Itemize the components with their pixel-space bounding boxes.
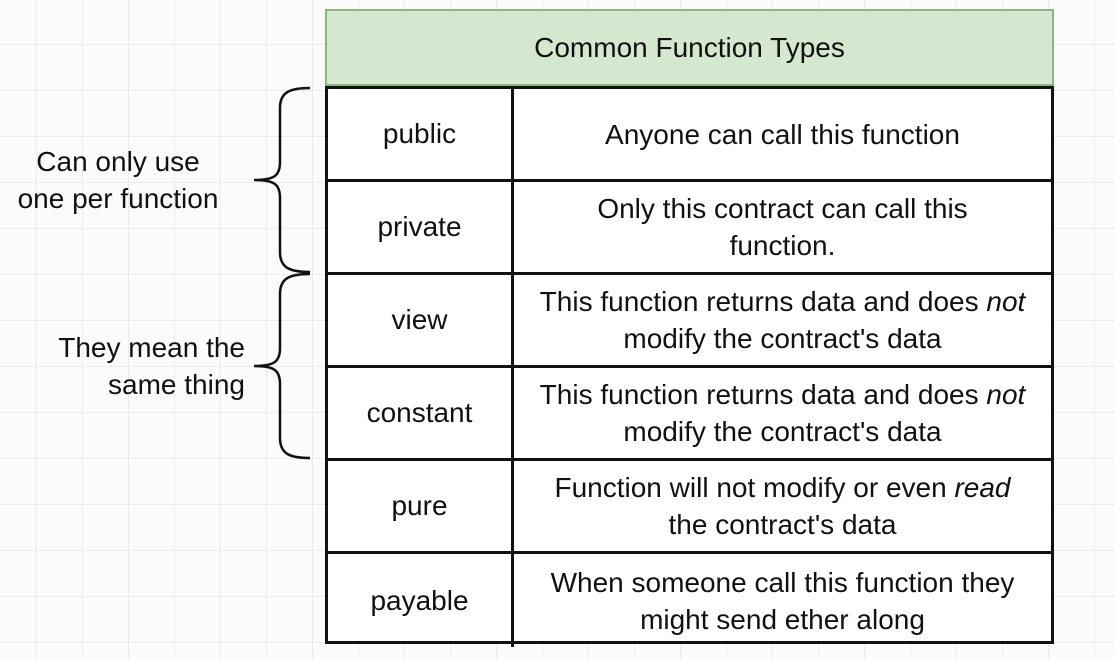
table-row-public: public Anyone can call this function	[328, 89, 1051, 182]
description-text: When someone call this function they mig…	[550, 566, 1015, 635]
table-row-pure: pure Function will not modify or even re…	[328, 461, 1051, 554]
type-cell: view	[328, 275, 514, 365]
description-cell: This function returns data and does not …	[514, 275, 1051, 365]
description-text: Anyone can call this function	[605, 118, 960, 150]
table-title-text: Common Function Types	[534, 31, 845, 63]
description-text: Only this contract can call this functio…	[597, 193, 968, 261]
description-cell: Only this contract can call this functio…	[514, 182, 1051, 272]
description-text: Function will not modify or even read th…	[554, 472, 1011, 540]
type-cell: private	[328, 182, 514, 272]
annotation-line: same thing	[108, 369, 245, 400]
type-cell: constant	[328, 368, 514, 458]
description-cell: When someone call this function they mig…	[514, 554, 1051, 647]
description-text: This function returns data and does not …	[539, 379, 1026, 447]
description-text: This function returns data and does not …	[539, 286, 1026, 354]
annotation-one-per-function: Can only use one per function	[0, 143, 236, 217]
description-cell: Function will not modify or even read th…	[514, 461, 1051, 551]
description-cell: Anyone can call this function	[514, 89, 1051, 179]
annotation-line: They mean the	[58, 332, 245, 363]
annotation-line: one per function	[17, 183, 219, 214]
type-cell: payable	[328, 554, 514, 647]
table-row-view: view This function returns data and does…	[328, 275, 1051, 368]
annotation-line: Can only use	[36, 146, 200, 177]
function-types-table: public Anyone can call this function pri…	[325, 86, 1054, 647]
table-row-payable: payable When someone call this function …	[328, 554, 1051, 647]
table-title: Common Function Types	[325, 9, 1054, 86]
type-cell: pure	[328, 461, 514, 551]
annotation-same-thing: They mean the same thing	[0, 329, 245, 403]
table-row-constant: constant This function returns data and …	[328, 368, 1051, 461]
brace-group	[253, 86, 311, 460]
table-row-private: private Only this contract can call this…	[328, 182, 1051, 275]
type-cell: public	[328, 89, 514, 179]
curly-brace-top	[253, 86, 311, 274]
description-cell: This function returns data and does not …	[514, 368, 1051, 458]
curly-brace-bottom	[253, 272, 311, 460]
